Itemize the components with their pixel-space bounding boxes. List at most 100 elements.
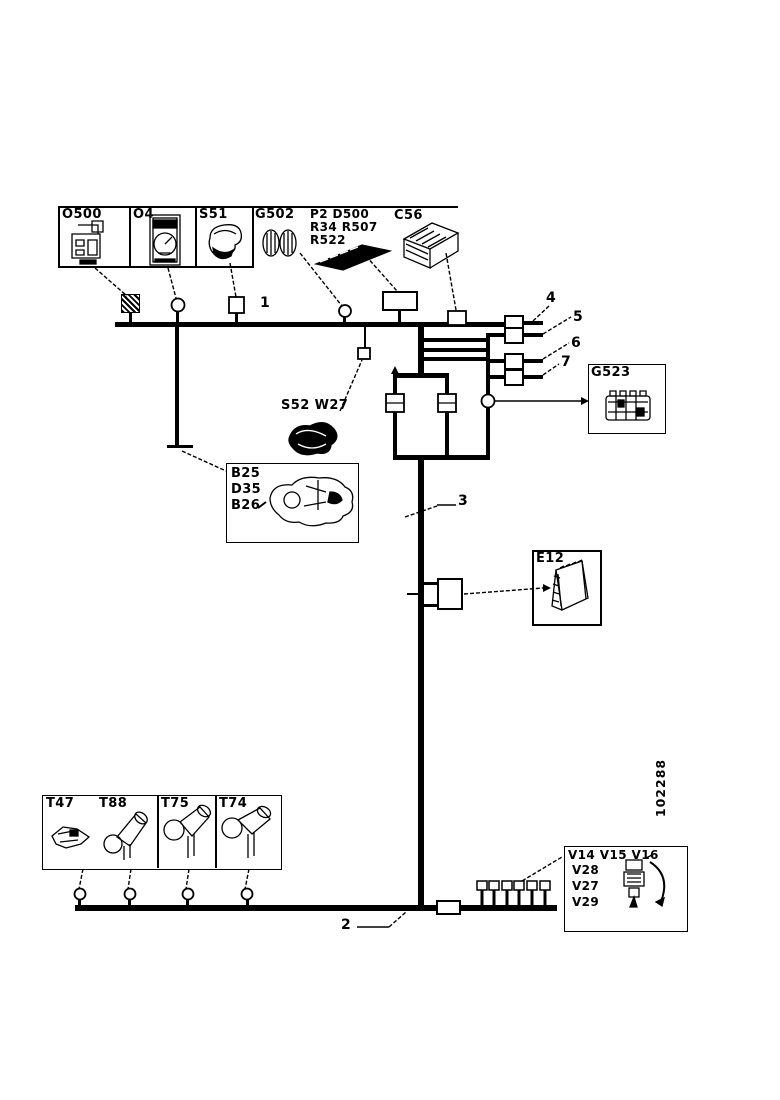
leader-v14 (516, 856, 563, 885)
ring-terminal-icon (181, 887, 195, 901)
g523-arrowhead-icon (581, 397, 589, 405)
branch5-wire (490, 333, 505, 337)
label-branch-4: 4 (546, 290, 557, 306)
top-frame-rule (58, 206, 458, 208)
leader-5 (542, 316, 572, 335)
leader-e12 (463, 587, 544, 595)
loop-up-arrow-icon (391, 366, 399, 374)
label-r522: R522 (310, 233, 346, 247)
label-v29: V29 (572, 895, 600, 909)
leader-o500 (94, 267, 128, 297)
leader-p2 (365, 255, 398, 292)
g523-box (588, 364, 666, 434)
top-frame-divider (58, 206, 60, 268)
label-branch-6: 6 (571, 335, 582, 351)
top-harness-bus (115, 322, 507, 327)
bottom-frame-divider (215, 795, 217, 868)
label-s51: S51 (199, 207, 228, 222)
leader-o4 (167, 267, 177, 299)
ring-terminal-icon (123, 887, 137, 901)
p2-r522-module-icon (313, 244, 393, 271)
v16-valve-icon (623, 854, 666, 908)
connector-stub (176, 311, 179, 322)
label-v27: V27 (572, 879, 600, 893)
feed-wire (424, 357, 488, 361)
branch6-wire (523, 359, 543, 363)
s52-tap-wire (364, 327, 366, 349)
top-frame-divider (252, 206, 254, 268)
branch6-wire (490, 359, 505, 363)
leader-g502 (299, 252, 343, 307)
top-frame-bottom-rule (58, 266, 254, 268)
s52-plug-icon (357, 347, 371, 360)
loop-right-wire (445, 373, 449, 458)
top-frame-divider (195, 206, 197, 268)
leader-c56 (445, 252, 457, 311)
label-branch-5: 5 (573, 309, 584, 325)
ring-stub (186, 898, 189, 906)
g523-connector-icon (605, 390, 651, 421)
junction-block-icon (382, 291, 418, 311)
leader-t74 (244, 868, 250, 890)
label-r34-r507: R34 R507 (310, 220, 378, 234)
feed-wire (424, 348, 488, 352)
leader-s52w27 (339, 359, 363, 412)
label-b25: B25 (231, 466, 261, 481)
leader-wire2 (388, 911, 407, 928)
label-wire-2: 2 (341, 917, 352, 933)
leader-t75 (185, 868, 190, 890)
ring-terminal-icon (170, 297, 186, 313)
ring-stub (246, 898, 249, 906)
o500-control-unit-icon (71, 220, 104, 265)
t47-sensor-icon (51, 826, 91, 849)
b25-group-box (226, 463, 359, 543)
inline-connector-7-icon (504, 369, 524, 386)
label-e12: E12 (536, 551, 565, 566)
branch4-wire (523, 321, 543, 325)
connector-stub (398, 310, 401, 323)
leader-7 (542, 363, 560, 376)
ring-terminal-icon (480, 393, 496, 409)
label-o500: O500 (62, 207, 102, 222)
branch7-wire (490, 375, 505, 379)
e12-box (532, 550, 602, 626)
label-d35: D35 (231, 482, 262, 497)
main-trunk-upper (418, 327, 424, 375)
bottom-frame-divider (157, 795, 159, 868)
o4-instrument-icon (149, 214, 181, 266)
leader-wire3 (404, 505, 438, 518)
e12-module-icon (551, 559, 589, 611)
plug-connector-icon (447, 310, 467, 326)
plug-connector-icon (228, 296, 245, 314)
bottom-harness-bus (75, 905, 557, 911)
b25-engine-icon (257, 476, 354, 527)
label-t75: T75 (161, 796, 190, 811)
label-g502: G502 (255, 207, 295, 222)
label-branch-7: 7 (561, 354, 572, 370)
feed-wire (424, 338, 488, 342)
e12-connector-icon (437, 578, 463, 610)
leader-s51 (229, 262, 237, 298)
label-g523: G523 (591, 365, 631, 380)
t88-sensor-icon (103, 811, 148, 860)
label-v28: V28 (572, 863, 600, 877)
connector-stub (129, 310, 132, 322)
branch7-wire (523, 375, 543, 379)
leader-4 (532, 305, 550, 322)
bus-inline-connector-icon (436, 900, 461, 915)
ring-terminal-icon (338, 304, 352, 318)
left-branch-wire (175, 327, 179, 447)
left-branch-end-bar (167, 445, 193, 448)
ring-terminal-icon (73, 887, 87, 901)
c56-unit-icon (402, 222, 460, 269)
main-trunk-lower (418, 458, 424, 908)
e12-stub (424, 604, 440, 607)
label-t47: T47 (46, 796, 75, 811)
bottom-frame (42, 795, 282, 870)
leader-b25 (181, 450, 227, 472)
e12-arrowhead-icon (543, 584, 551, 592)
leader-t88 (127, 868, 132, 890)
label-t74: T74 (219, 796, 248, 811)
